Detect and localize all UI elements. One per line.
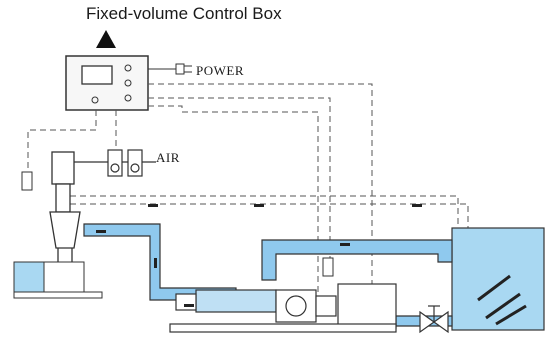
power-plug-icon <box>148 63 192 75</box>
shutoff-valve <box>419 305 449 334</box>
level-sensor <box>21 171 33 191</box>
flow-arrow-icon <box>477 274 511 302</box>
control-knob <box>91 96 99 104</box>
flow-arrow-icon <box>495 304 527 326</box>
flow-arrow-icon <box>485 292 521 320</box>
pressure-sensor <box>322 257 334 277</box>
pump <box>169 283 397 333</box>
power-label: POWER <box>196 63 244 78</box>
control-knob <box>124 64 132 72</box>
diagram-title: Fixed-volume Control Box <box>86 4 282 23</box>
control-knob <box>124 79 132 87</box>
control-box <box>65 55 149 111</box>
flow-markers <box>96 204 422 307</box>
supply-tank <box>451 227 545 331</box>
receiving-container <box>13 261 103 299</box>
control-knob <box>124 94 132 102</box>
triangle-up-icon <box>96 30 116 48</box>
air-regulator <box>70 149 156 177</box>
filling-valve <box>49 151 81 268</box>
control-display <box>81 65 113 85</box>
signal-lines <box>27 83 469 300</box>
air-label: AIR <box>156 150 180 165</box>
